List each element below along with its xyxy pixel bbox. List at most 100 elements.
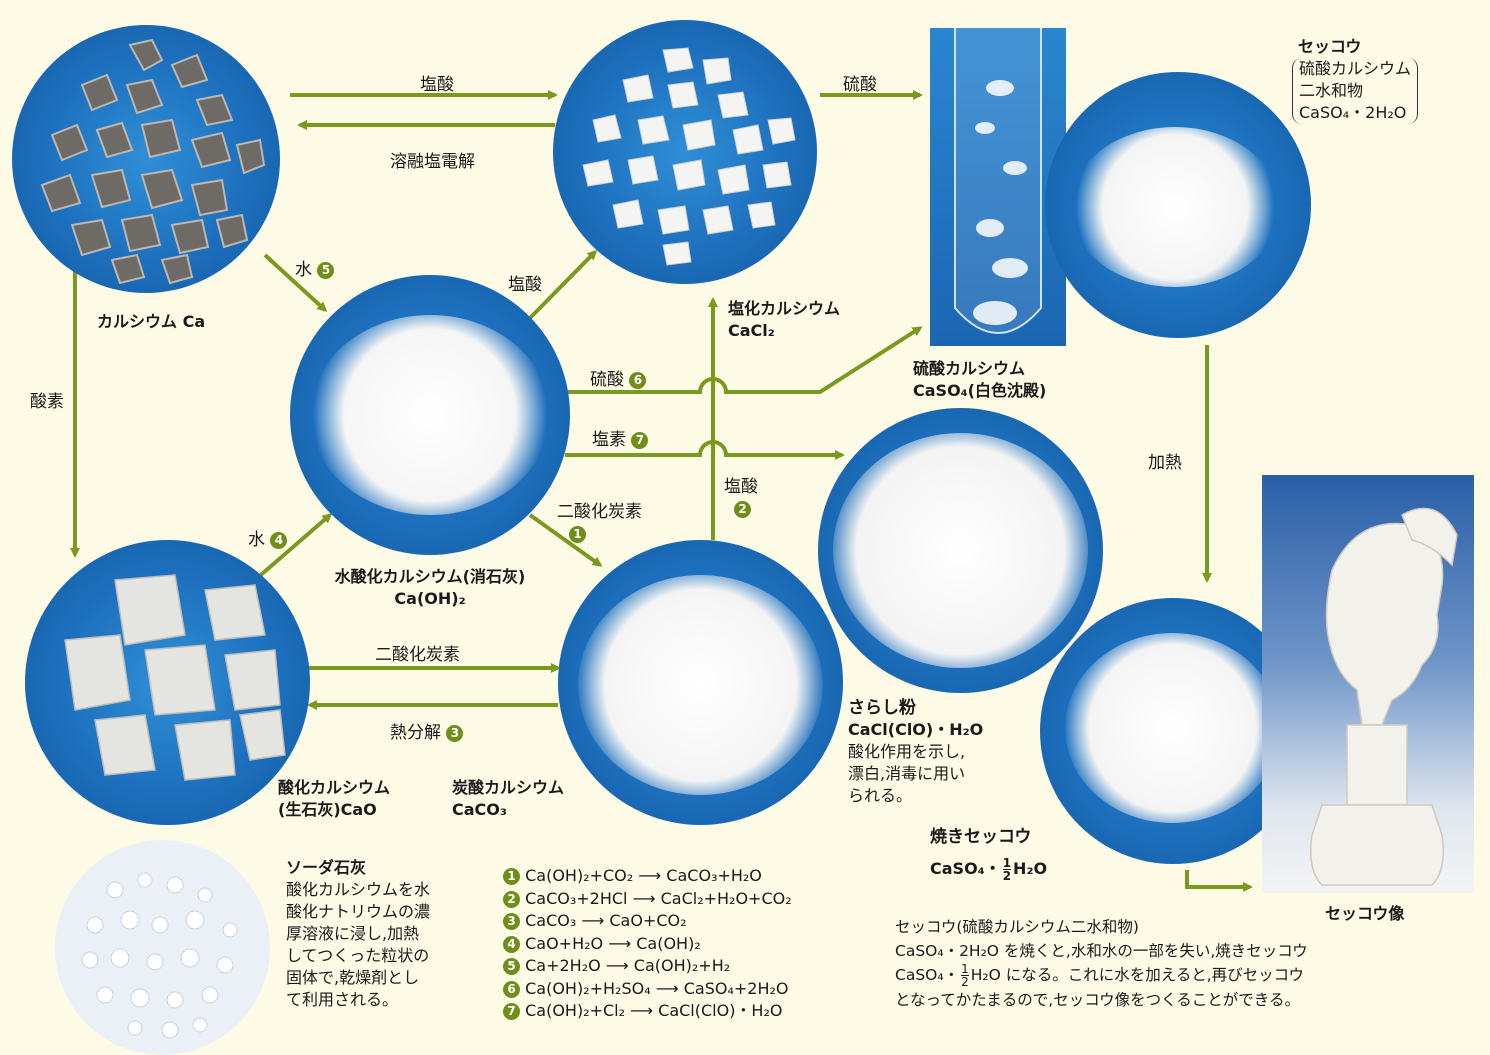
bleach-label: さらし粉 CaCl(ClO)・H₂O 酸化作用を示し, 漂白,消毒に用い られる… (848, 697, 983, 807)
eq-badge-5: 5 (503, 958, 520, 975)
eq-text-4: CaO+H₂O ⟶ Ca(OH)₂ (525, 933, 701, 953)
calcium-carbonate-photo (558, 540, 843, 825)
soda-lime-line1: 酸化カルシウムを水 (286, 880, 431, 899)
gypsum-line3: CaSO₄・2H₂O (1299, 103, 1407, 122)
bleach-desc3: られる。 (848, 786, 913, 805)
statue-name: セッコウ像 (1325, 904, 1405, 923)
equation-1: 1 Ca(OH)₂+CO₂ ⟶ CaCO₃+H₂O (503, 865, 792, 888)
calcium-name: カルシウム Ca (97, 312, 206, 331)
calcium-metal-photo (12, 25, 280, 293)
gypsum-desc: 硫酸カルシウム 二水和物 CaSO₄・2H₂O (1292, 58, 1419, 124)
calcium-oxide-photo (25, 540, 310, 825)
eq-badge-7: 7 (503, 1003, 520, 1020)
badge-4: 4 (270, 531, 288, 549)
eq-text-1: Ca(OH)₂+CO₂ ⟶ CaCO₃+H₂O (525, 866, 762, 885)
gypsum-note-line3-post: H₂O になる。これに水を加えると,再びセッコウ (970, 966, 1305, 984)
calcium-sulfate-label: 硫酸カルシウム CaSO₄(白色沈殿) (913, 358, 1046, 402)
calcined-formula-pre: CaSO₄・ (930, 859, 1001, 878)
label-co2-mid: 二酸化炭素 (375, 645, 460, 665)
equation-7: 7 Ca(OH)₂+Cl₂ ⟶ CaCl(ClO)・H₂O (503, 1000, 792, 1023)
eq-text-2: CaCO₃+2HCl ⟶ CaCl₂+H₂O+CO₂ (525, 888, 792, 908)
hydroxide-label: 水酸化カルシウム(消石灰) Ca(OH)₂ (305, 566, 555, 610)
bleach-formula: CaCl(ClO)・H₂O (848, 720, 984, 739)
water4-text: 水 (248, 530, 265, 550)
label-hcl-from-hydroxide: 塩酸 (508, 275, 542, 295)
badge-3: 3 (446, 724, 464, 742)
gypsum-note-line3-pre: CaSO₄・ (895, 966, 960, 984)
arrow-hydroxide-to-cacl2 (528, 249, 598, 320)
calcium-chloride-name: 塩化カルシウム (728, 299, 841, 318)
label-co2-1: 二酸化炭素 1 (557, 497, 642, 544)
label-chlorine7: 塩素 7 (592, 425, 649, 450)
eq-text-7: Ca(OH)₂+Cl₂ ⟶ CaCl(ClO)・H₂O (525, 1001, 783, 1020)
statue-bust (1310, 507, 1458, 886)
eq-badge-6: 6 (503, 980, 520, 998)
gypsum-label: セッコウ 硫酸カルシウム 二水和物 CaSO₄・2H₂O (1292, 36, 1419, 124)
oxide-formula: (生石灰)CaO (278, 800, 377, 819)
test-tube-photo (930, 28, 1066, 346)
eq-text-3: CaCO₃ ⟶ CaO+CO₂ (525, 911, 687, 930)
calcined-formula-post: H₂O (1013, 859, 1048, 878)
equation-list: 1 Ca(OH)₂+CO₂ ⟶ CaCO₃+H₂O 2 CaCO₃+2HCl ⟶… (503, 865, 792, 1023)
gypsum-line1: 硫酸カルシウム (1299, 59, 1412, 78)
fraction-denominator: 2 (1002, 869, 1012, 883)
label-oxygen: 酸素 (30, 392, 64, 412)
eq-badge-1: 1 (503, 868, 520, 885)
gypsum-title: セッコウ (1298, 37, 1362, 56)
arrow-oxide-to-hydroxide (253, 513, 333, 582)
badge-6: 6 (629, 371, 647, 389)
label-hcl2: 塩酸 2 (724, 472, 764, 519)
sulfuric6-text: 硫酸 (590, 370, 624, 390)
label-electrolysis: 溶融塩電解 (390, 152, 475, 172)
equation-5: 5 Ca+2H₂O ⟶ Ca(OH)₂+H₂ (503, 955, 792, 978)
gypsum-note-line1: セッコウ(硫酸カルシウム二水和物) (895, 918, 1139, 936)
equation-4: 4 CaO+H₂O ⟶ Ca(OH)₂ (503, 933, 792, 956)
gypsum-statue-photo (1262, 475, 1474, 893)
eq-badge-3: 3 (503, 913, 520, 930)
eq-badge-4: 4 (503, 935, 520, 953)
eq-text-6: Ca(OH)₂+H₂SO₄ ⟶ CaSO₄+2H₂O (525, 978, 789, 998)
calcium-sulfate-formula: CaSO₄(白色沈殿) (913, 381, 1047, 400)
arrow-calcined-to-statue (1185, 870, 1253, 892)
label-hcl-top: 塩酸 (420, 75, 454, 95)
calcium-oxide-lumps (64, 574, 286, 781)
bleach-desc1: 酸化作用を示し, (848, 742, 966, 761)
badge-2: 2 (734, 500, 751, 518)
hcl2-text: 塩酸 (724, 477, 758, 497)
note-fraction-num: 1 (961, 962, 969, 976)
water5-text: 水 (295, 260, 312, 280)
arrow-hydroxide-to-carbonate (528, 513, 603, 567)
eq-badge-2: 2 (503, 890, 520, 908)
label-sulfuric-top: 硫酸 (843, 75, 877, 95)
equation-3: 3 CaCO₃ ⟶ CaO+CO₂ (503, 910, 792, 933)
label-heating: 加熱 (1148, 453, 1182, 473)
hydroxide-name: 水酸化カルシウム(消石灰) (334, 567, 526, 586)
soda-lime-line3: 厚溶液に浸し,加熱 (286, 924, 420, 943)
bleach-desc2: 漂白,消毒に用い (848, 764, 966, 783)
calcium-sulfate-name: 硫酸カルシウム (913, 359, 1026, 378)
gypsum-note-line4: となってかたまるので,セッコウ像をつくることができる。 (895, 991, 1300, 1009)
label-sulfuric6: 硫酸 6 (590, 365, 647, 390)
badge-5: 5 (317, 261, 335, 279)
calcium-chloride-label: 塩化カルシウム CaCl₂ (728, 298, 840, 342)
hydroxide-formula: Ca(OH)₂ (394, 589, 466, 608)
arrow-ca-to-hydroxide (263, 253, 328, 313)
note-fraction-den: 2 (961, 975, 969, 989)
test-tube-precipitate (954, 28, 1042, 334)
soda-lime-box: ソーダ石灰 酸化カルシウムを水 酸化ナトリウムの濃 厚溶液に浸し,加熱 してつく… (286, 857, 486, 1011)
calcined-gypsum-photo (1040, 598, 1306, 864)
calcium-chloride-lumps (582, 47, 796, 266)
gypsum-note-line2: CaSO₄・2H₂O を焼くと,水和水の一部を失い,焼きセッコウ (895, 942, 1308, 960)
calcined-gypsum-name: 焼きセッコウ (930, 827, 1032, 847)
carbonate-formula: CaCO₃ (452, 800, 507, 819)
gypsum-photo (1045, 72, 1311, 338)
calcium-chloride-formula: CaCl₂ (728, 321, 775, 340)
co2-1-text: 二酸化炭素 (557, 502, 642, 522)
gypsum-line2: 二水和物 (1299, 81, 1364, 100)
equation-6: 6 Ca(OH)₂+H₂SO₄ ⟶ CaSO₄+2H₂O (503, 978, 792, 1001)
oxide-label: 酸化カルシウム (生石灰)CaO (278, 777, 390, 821)
